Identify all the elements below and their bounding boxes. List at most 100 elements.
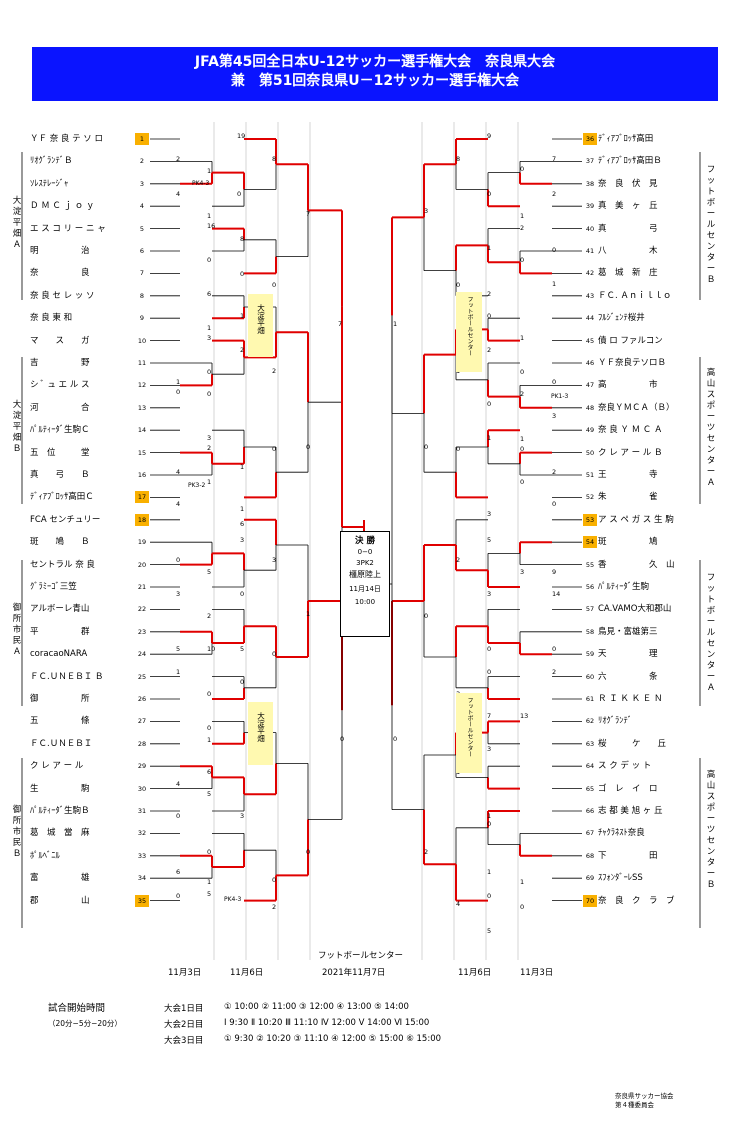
association-line-1: 奈良県サッカー協会: [615, 1092, 674, 1100]
date-left-round1: 11月3日: [168, 968, 202, 978]
team-number: 2: [139, 157, 145, 166]
team-name: 吉 野: [30, 358, 90, 368]
match-score: 3: [487, 510, 492, 518]
match-score: 0: [487, 400, 492, 408]
team-number: 32: [137, 829, 147, 838]
team-number: 42: [585, 269, 595, 278]
team-name: 斑 鳩 Ｂ: [30, 537, 90, 548]
team-name: 生 駒: [30, 783, 90, 794]
team-name: 真 弓 Ｂ: [30, 470, 90, 480]
team-name: Ｒ Ｉ Ｋ Ｋ Ｅ Ｎ: [598, 694, 663, 704]
match-score: 0: [456, 445, 461, 453]
match-score: 1: [520, 435, 525, 443]
team-name: 鳥見・富雄第三: [598, 626, 658, 637]
match-score: 1: [487, 812, 492, 820]
schedule-day3-times: ① 9:30 ② 10:20 ③ 11:10 ④ 12:00 ⑤ 15:00 ⑥…: [224, 1034, 442, 1044]
team-name: Ｄ Ｍ Ｃ ｊ ｏ ｙ: [30, 201, 95, 212]
team-number: 65: [585, 784, 595, 793]
match-score: 0: [176, 388, 181, 396]
team-number: 6: [139, 247, 145, 255]
team-name: 奈 良 ク ラ ブ: [598, 895, 675, 906]
match-score: 7: [338, 320, 343, 328]
team-number: 34: [137, 874, 147, 883]
match-score: 0: [207, 690, 212, 698]
team-name: ＹＦ奈良テソロＢ: [598, 358, 667, 368]
match-score: 1: [207, 167, 212, 175]
match-score: 9: [552, 568, 557, 576]
match-score: 16: [207, 222, 216, 230]
match-score: 0: [207, 390, 212, 398]
schedule-title: 試合開始時間: [48, 1003, 106, 1014]
team-name: 御 所: [30, 694, 90, 704]
match-score: 5: [487, 536, 492, 544]
match-score: 14: [552, 590, 561, 598]
team-number: 52: [585, 493, 595, 502]
final-box: 決 勝 0−0 3PK2 橿原陸上 11月14日 10:00: [340, 531, 390, 637]
team-name: ＹＦ 奈 良 テ ソ ロ: [30, 134, 104, 144]
match-score: 1: [487, 868, 492, 876]
team-name: coracaoNARA: [30, 649, 88, 660]
match-score: 0: [424, 612, 429, 620]
match-score: 0: [520, 368, 525, 376]
team-number: 43: [585, 291, 595, 300]
team-name: 朱 雀: [598, 492, 658, 503]
title-line-1: JFA第45回全日本U-12サッカー選手権大会 奈良県大会: [194, 54, 556, 70]
match-score: 0: [240, 678, 245, 686]
title-line-2: 兼 第51回奈良県U－12サッカー選手権大会: [230, 73, 520, 89]
match-score: 2: [552, 468, 557, 476]
match-score: 2: [552, 668, 557, 676]
match-score: 4: [176, 500, 181, 508]
schedule-note: （20分−5分−20分）: [48, 1019, 122, 1028]
team-name: ア ス ペ ガ ス 生 駒: [598, 514, 674, 525]
match-score: 0: [520, 165, 525, 173]
group-left-c: 御所市民Ａ: [12, 603, 22, 657]
match-score: 1: [176, 378, 181, 386]
match-score: 3: [207, 434, 212, 442]
team-number: 51: [585, 471, 595, 479]
match-score: 5: [207, 890, 212, 898]
match-score: 0: [237, 190, 242, 198]
pk-note-right-1: PK1-3: [551, 393, 569, 400]
group-left-b: 大淀平畑Ｂ: [12, 400, 22, 454]
match-score: 2: [424, 848, 429, 856]
match-score: 2: [456, 556, 461, 564]
team-number: 41: [585, 247, 595, 255]
match-score: 0: [487, 892, 492, 900]
team-number: 59: [585, 650, 595, 659]
team-number: 5: [139, 224, 145, 233]
team-number: 48: [585, 403, 595, 412]
date-center: 2021年11月7日: [322, 968, 386, 978]
team-number: 67: [585, 829, 595, 838]
team-number: 30: [137, 784, 147, 793]
match-score: 0: [207, 256, 212, 264]
team-number: 24: [137, 650, 147, 659]
match-score: 3: [424, 207, 429, 215]
team-number: 36: [583, 133, 597, 145]
team-number: 61: [585, 695, 595, 703]
team-name: ﾁｬｸﾗﾈｽﾄ奈良: [598, 828, 645, 839]
match-score: 0: [340, 735, 345, 743]
match-score: 8: [456, 155, 461, 163]
team-number: 55: [585, 560, 595, 569]
team-number: 8: [139, 291, 145, 300]
team-number: 63: [585, 739, 595, 748]
team-name: ｸﾞﾗﾐｰｺﾞ三笠: [30, 582, 77, 592]
team-number: 29: [137, 762, 147, 771]
match-score: 0: [487, 312, 492, 320]
match-score: 10: [207, 645, 216, 653]
team-number: 56: [585, 583, 595, 591]
team-name: ﾊﾟﾙﾃｨｰﾀﾞ生駒: [598, 582, 650, 592]
match-score: 3: [207, 334, 212, 342]
team-number: 66: [585, 807, 595, 815]
match-score: 0: [272, 650, 277, 658]
team-name: 斑 鳩: [598, 537, 658, 548]
match-score: 0: [487, 190, 492, 198]
pk-note-left-2: PK3-2: [188, 482, 206, 489]
team-number: 58: [585, 627, 595, 636]
match-score: 8: [240, 235, 245, 243]
match-score: 2: [240, 346, 245, 354]
venue-right-bottom: フットボールセンター: [456, 693, 482, 773]
team-name: 下 田: [598, 850, 658, 861]
match-score: 0: [272, 445, 277, 453]
